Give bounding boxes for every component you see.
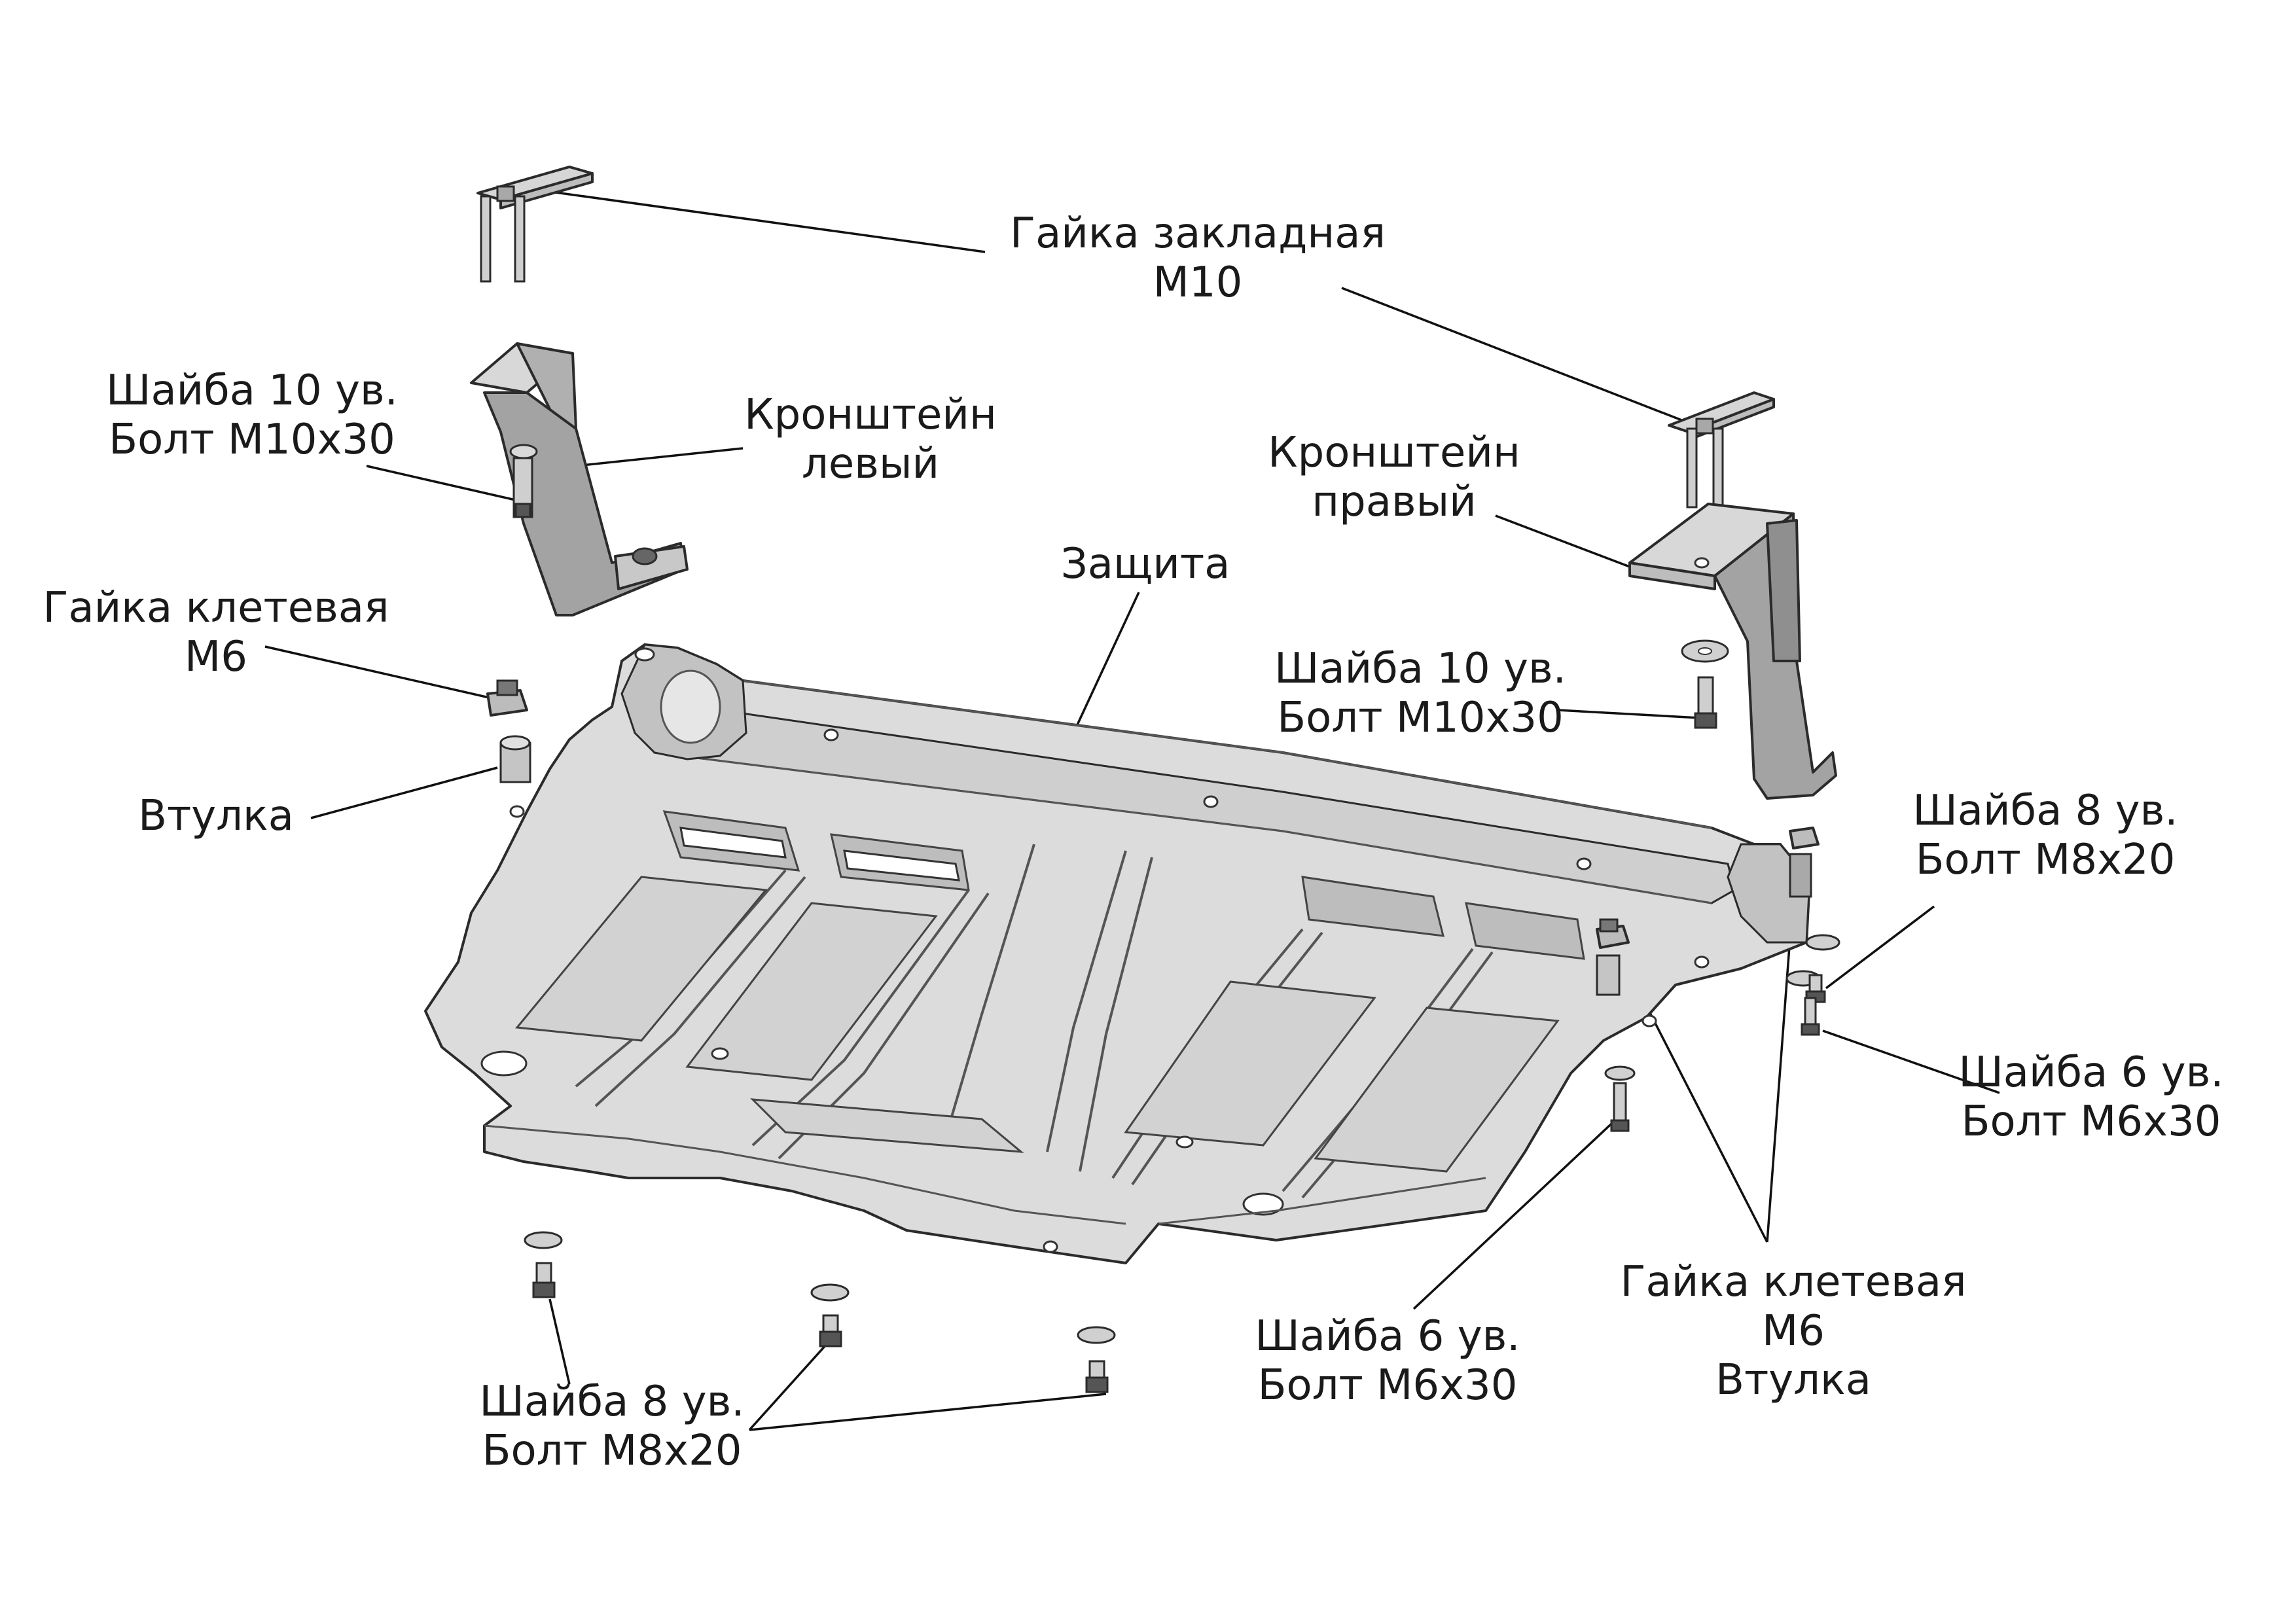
label-washer8-bottom-line1: Шайба 8 ув. — [479, 1378, 744, 1426]
cage-nut-left — [486, 679, 528, 717]
label-washer-bolt-right-line2: Болт M10x30 — [1277, 694, 1564, 742]
cage-nut-right-b — [1789, 827, 1820, 898]
label-washer8-bottom-line2: Болт M8x20 — [482, 1427, 742, 1475]
label-bracket-left-line2: левый — [802, 440, 939, 488]
label-washer6-right-line1: Шайба 6 ув. — [1958, 1048, 2223, 1097]
washer-bolt-m8-bottom-1 — [524, 1231, 563, 1298]
washer-bolt-m8-bottom-3 — [1077, 1326, 1116, 1393]
label-washer6-center-line1: Шайба 6 ув. — [1255, 1312, 1520, 1361]
label-washer8-right-line1: Шайба 8 ув. — [1912, 787, 2178, 835]
washer-bolt-m6-center — [1604, 1065, 1636, 1132]
label-bracket-right-line2: правый — [1312, 478, 1477, 526]
label-bracket-left-line1: Кронштейн — [744, 391, 997, 439]
label-washer-bolt-right-line1: Шайба 10 ув. — [1274, 645, 1566, 693]
label-washer6-right-line2: Болт M6x30 — [1962, 1097, 2221, 1146]
label-protection: Защита — [1061, 540, 1230, 588]
label-washer8-right-line2: Болт M8x20 — [1916, 836, 2176, 884]
label-cage-nut-sleeve-right-line2: M6 — [1762, 1307, 1825, 1355]
bracket-left — [470, 342, 689, 616]
label-sleeve-left: Втулка — [138, 792, 294, 840]
cage-nut-right-a — [1596, 918, 1630, 996]
protection-plate — [424, 643, 1811, 1264]
washer-bolt-m8-right — [1785, 934, 1840, 1003]
label-cage-nut-sleeve-right-line3: Втулка — [1715, 1356, 1871, 1404]
label-washer-bolt-left-line1: Шайба 10 ув. — [106, 366, 398, 415]
label-cage-nut-left-line1: Гайка клетевая — [43, 584, 389, 632]
washer-bolt-m6-right — [1801, 997, 1820, 1036]
callout-labels: Гайка закладная M10 Шайба 10 ув. Болт M1… — [43, 209, 2223, 1475]
bracket-right — [1628, 503, 1837, 800]
label-cage-nut-left-line2: M6 — [185, 633, 247, 681]
label-washer-bolt-left-line2: Болт M10x30 — [109, 416, 395, 464]
sleeve-left — [499, 735, 531, 783]
label-washer6-center-line2: Болт M6x30 — [1258, 1361, 1518, 1410]
washer-bolt-m10-right — [1681, 639, 1729, 729]
embedded-nut-right — [1668, 391, 1775, 508]
washer-bolt-m8-bottom-2 — [810, 1283, 850, 1347]
embedded-nut-left — [476, 166, 594, 283]
label-cage-nut-sleeve-right-line1: Гайка клетевая — [1620, 1258, 1966, 1306]
label-nut-embedded-line1: Гайка закладная — [1010, 209, 1386, 258]
label-bracket-right-line1: Кронштейн — [1268, 429, 1520, 477]
label-nut-embedded-line2: M10 — [1153, 259, 1243, 307]
